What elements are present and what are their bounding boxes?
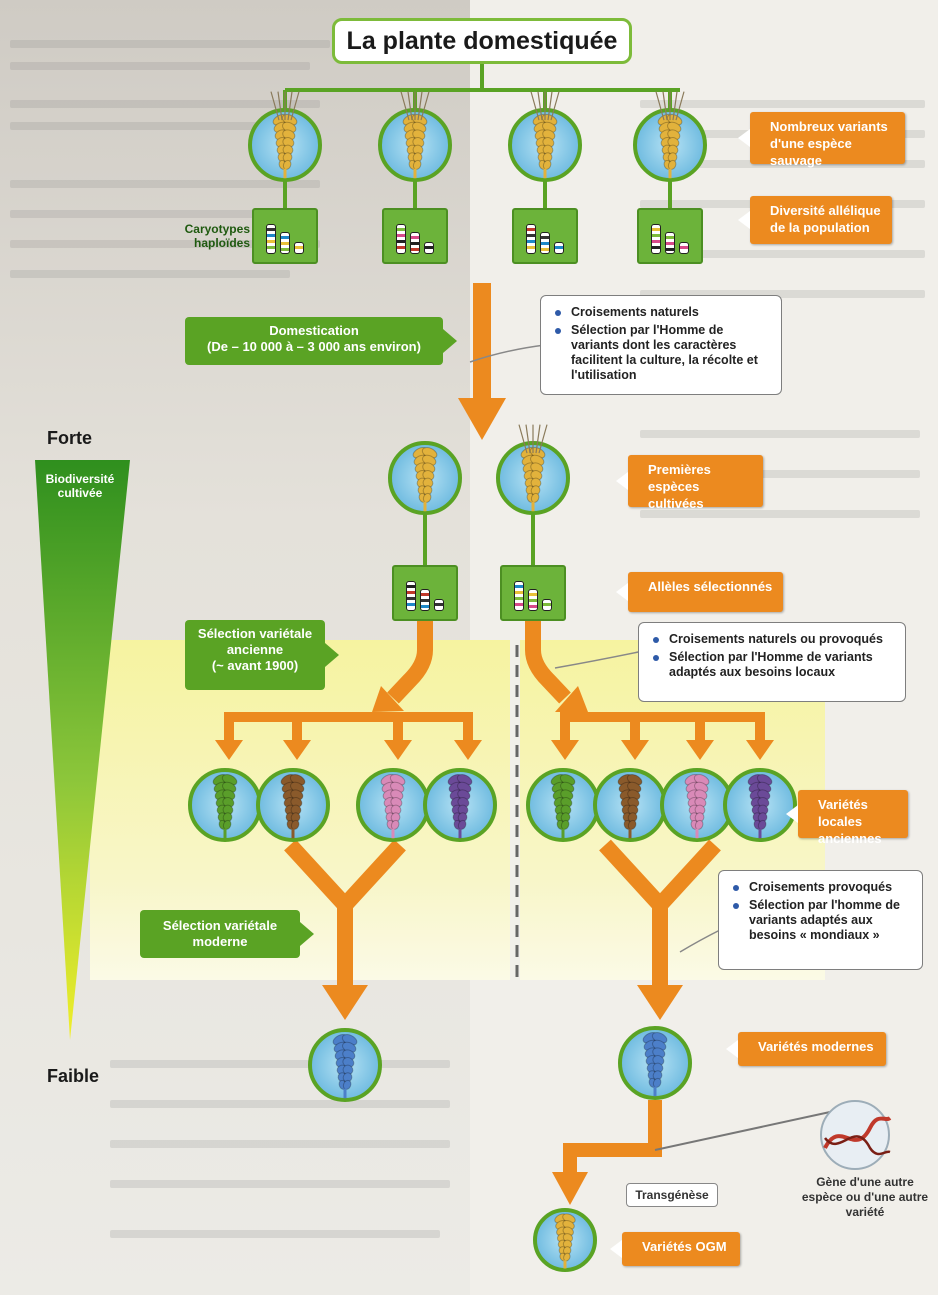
selection-moderne-label: Sélection variétale moderne: [140, 910, 314, 958]
biodiversity-gradient: [35, 460, 130, 1040]
domestication-arrow: [458, 398, 506, 440]
wild-wheat-2: [378, 91, 452, 182]
orange-label-6: Variétés modernes: [726, 1032, 886, 1066]
orange-label-5: Variétés locales anciennes: [786, 790, 908, 846]
chromosome: [665, 232, 675, 254]
karyotype-box-4: [637, 208, 703, 264]
info-item: Croisements naturels: [549, 305, 771, 320]
forte-label: Forte: [47, 428, 92, 448]
gene-circle: [820, 1100, 890, 1170]
moderne-arrow-right: [637, 985, 683, 1020]
local-variety-purple-left: [423, 768, 497, 842]
info-box-ancienne: Croisements naturels ou provoqués Sélect…: [638, 622, 906, 702]
chromosome: [651, 224, 661, 254]
transgenese-label: Transgénèse: [626, 1183, 718, 1207]
faible-label: Faible: [47, 1066, 100, 1086]
local-variety-purple-right: [723, 768, 797, 842]
wild-wheat-3: [508, 91, 582, 182]
info-item: Sélection par l'Homme de variants dont l…: [549, 323, 771, 383]
orange-label-3: Premières espèces cultivées: [616, 455, 763, 511]
wild-wheat-4: [633, 91, 707, 182]
moderne-arrow-left: [322, 985, 368, 1020]
diagram-title: La plante domestiquée: [332, 18, 632, 64]
chromosome: [542, 599, 552, 611]
karyotypes-label: Caryotypes haploïdes: [184, 222, 250, 250]
gmo-variety: [533, 1208, 597, 1272]
modern-variety-right: [618, 1026, 692, 1100]
orange-label-1: Nombreux variants d'une espèce sauvage: [738, 112, 905, 168]
info-box-domestication: Croisements naturels Sélection par l'Hom…: [540, 295, 782, 395]
local-variety-brown-right: [593, 768, 667, 842]
info-item: Sélection par l'Homme de variants adapté…: [647, 650, 895, 680]
modern-variety-left: [308, 1028, 382, 1102]
local-variety-green-right: [526, 768, 600, 842]
chromosome: [554, 242, 564, 254]
domestication-label: Domestication (De – 10 000 à – 3 000 ans…: [185, 317, 457, 365]
karyotype-box-3: [512, 208, 578, 264]
local-variety-pink-right: [660, 768, 734, 842]
chromosome: [434, 599, 444, 611]
chromosome: [280, 232, 290, 254]
karyotype-box-6: [500, 565, 566, 621]
chromosome: [396, 224, 406, 254]
local-variety-pink-left: [356, 768, 430, 842]
chromosome: [679, 242, 689, 254]
chromosome: [424, 242, 434, 254]
chromosome: [420, 589, 430, 611]
info-item: Croisements naturels ou provoqués: [647, 632, 895, 647]
orange-label-4: Allèles sélectionnés: [616, 572, 783, 612]
chromosome: [514, 581, 524, 611]
chromosome: [406, 581, 416, 611]
chromosome: [266, 224, 276, 254]
cultivated-wheat-2: [496, 424, 570, 515]
local-variety-green-left: [188, 768, 262, 842]
biodiversity-label: Biodiversité cultivée: [45, 472, 115, 500]
wild-wheat-1: [248, 91, 322, 182]
karyotype-box-5: [392, 565, 458, 621]
selection-ancienne-label: Sélection variétale ancienne (~ avant 19…: [185, 620, 339, 690]
gene-source-label: Gène d'une autre espèce ou d'une autre v…: [801, 1175, 929, 1219]
info-box-moderne: Croisements provoqués Sélection par l'ho…: [718, 870, 923, 970]
chromosome: [410, 232, 420, 254]
info-item: Sélection par l'homme de variants adapté…: [727, 898, 912, 943]
chromosome: [528, 589, 538, 611]
karyotype-box-1: [252, 208, 318, 264]
info-item: Croisements provoqués: [727, 880, 912, 895]
chromosome: [294, 242, 304, 254]
chromosome: [540, 232, 550, 254]
chromosome: [526, 224, 536, 254]
karyotype-box-2: [382, 208, 448, 264]
orange-label-2: Diversité allélique de la population: [738, 196, 892, 244]
orange-label-7: Variétés OGM: [610, 1232, 740, 1266]
local-variety-brown-left: [256, 768, 330, 842]
dna-helix-icon: [823, 1116, 892, 1149]
cultivated-wheat-1: [388, 441, 462, 515]
